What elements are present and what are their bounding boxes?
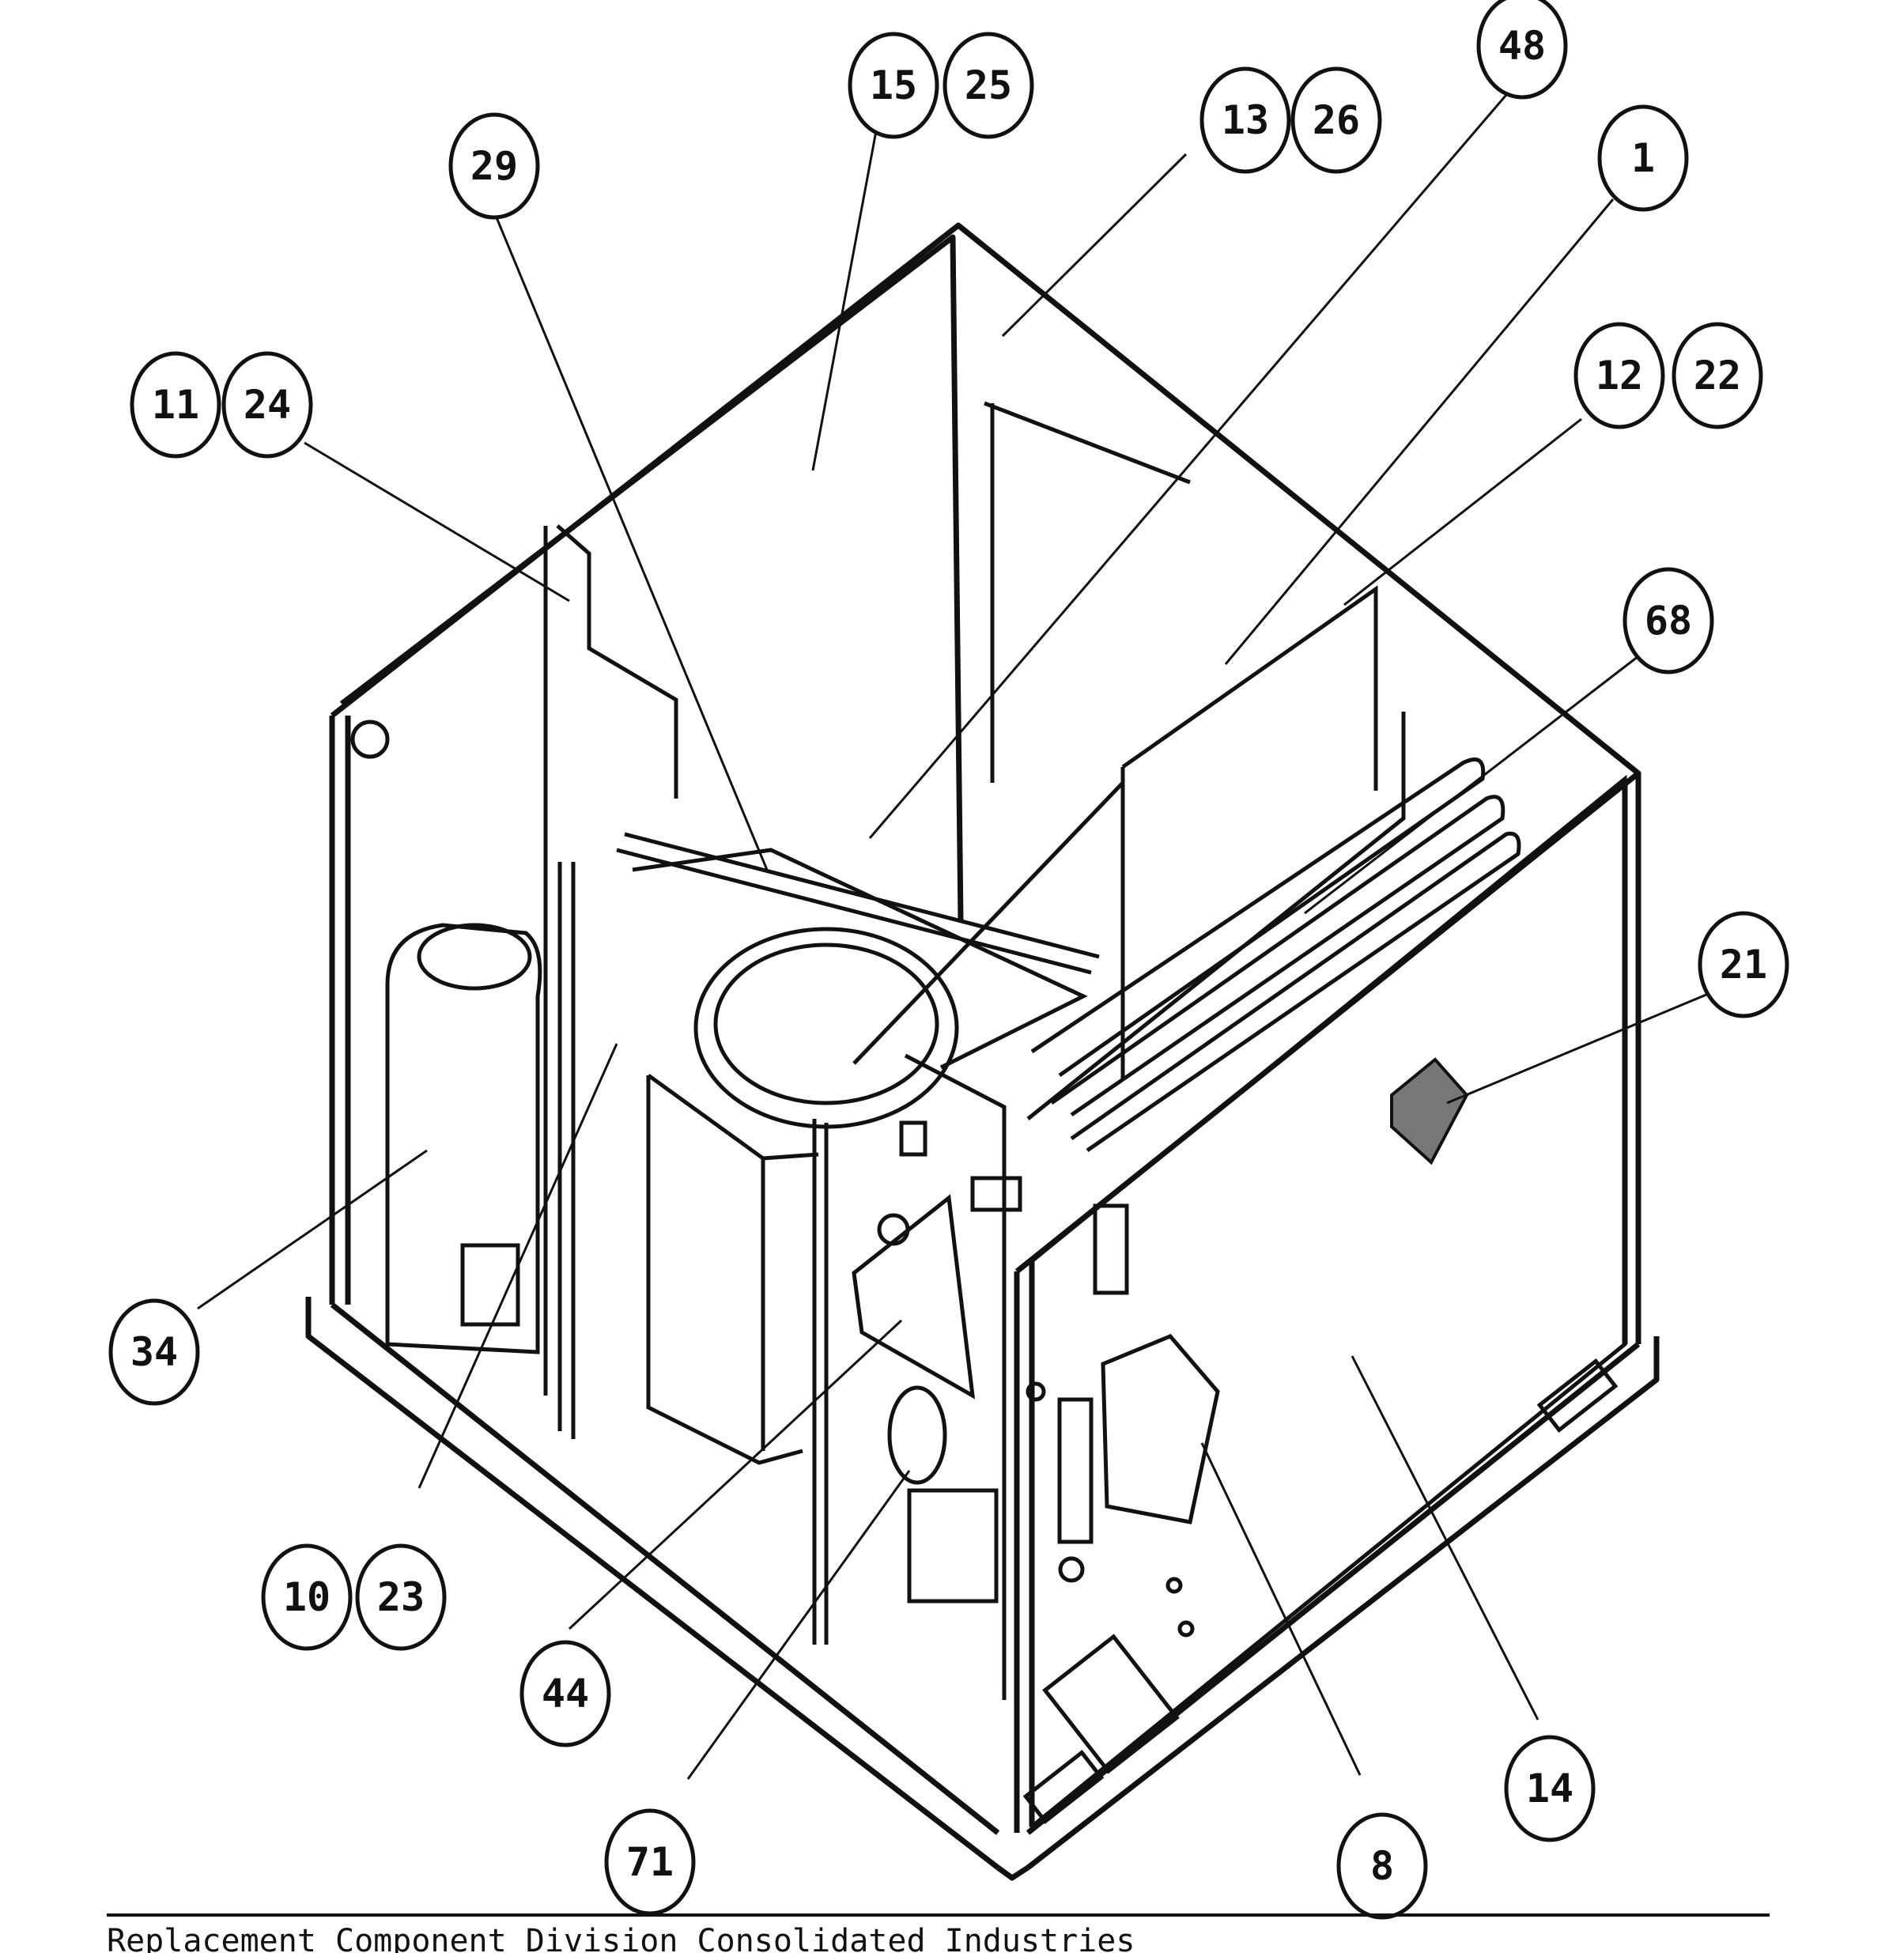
callout-21: 21 bbox=[1698, 911, 1789, 1018]
svg-text:23: 23 bbox=[377, 1574, 425, 1620]
back-panel bbox=[1026, 585, 1521, 1153]
svg-text:11: 11 bbox=[152, 382, 199, 428]
callout-24: 24 bbox=[221, 351, 313, 459]
svg-text:24: 24 bbox=[244, 382, 291, 428]
svg-text:68: 68 bbox=[1645, 598, 1692, 644]
control-section bbox=[812, 1053, 1220, 1774]
svg-text:21: 21 bbox=[1720, 942, 1767, 988]
callout-13: 13 bbox=[1199, 66, 1291, 174]
callout-11: 11 bbox=[130, 351, 221, 459]
svg-text:10: 10 bbox=[283, 1574, 331, 1620]
callout-29: 29 bbox=[448, 112, 540, 220]
svg-text:29: 29 bbox=[470, 143, 518, 189]
callout-14: 14 bbox=[1504, 1735, 1596, 1842]
callout-22: 22 bbox=[1672, 322, 1763, 429]
callout-12: 12 bbox=[1573, 322, 1665, 429]
right-side-panel bbox=[1022, 774, 1627, 1831]
callout-48: 48 bbox=[1476, 0, 1568, 100]
callout-34: 34 bbox=[108, 1298, 200, 1406]
callout-1: 1 bbox=[1597, 104, 1689, 212]
callout-15: 15 bbox=[848, 32, 939, 139]
callout-25: 25 bbox=[943, 32, 1034, 139]
svg-text:22: 22 bbox=[1694, 353, 1741, 399]
svg-text:14: 14 bbox=[1526, 1766, 1573, 1811]
callout-8: 8 bbox=[1336, 1812, 1428, 1920]
svg-text:15: 15 bbox=[870, 62, 917, 108]
svg-text:71: 71 bbox=[626, 1839, 674, 1885]
callout-26: 26 bbox=[1290, 66, 1382, 174]
svg-text:34: 34 bbox=[130, 1329, 178, 1375]
footer-text: Replacement Component Division Consolida… bbox=[107, 1923, 1135, 1953]
callout-68: 68 bbox=[1623, 567, 1714, 674]
callout-10: 10 bbox=[261, 1543, 353, 1651]
svg-text:12: 12 bbox=[1596, 353, 1643, 399]
compressor-section bbox=[350, 524, 678, 1396]
svg-text:48: 48 bbox=[1498, 23, 1546, 69]
svg-text:8: 8 bbox=[1370, 1843, 1394, 1889]
svg-text:13: 13 bbox=[1222, 97, 1269, 143]
callout-71: 71 bbox=[604, 1808, 696, 1916]
leader-lines bbox=[197, 94, 1713, 1780]
callout-44: 44 bbox=[519, 1640, 611, 1747]
svg-text:26: 26 bbox=[1313, 97, 1360, 143]
svg-text:44: 44 bbox=[542, 1671, 589, 1717]
blower-section bbox=[557, 401, 1191, 1465]
svg-text:25: 25 bbox=[965, 62, 1012, 108]
callouts: 15 25 29 13 26 48 1 11 24 12 22 68 21 34… bbox=[108, 0, 1789, 1920]
callout-23: 23 bbox=[355, 1543, 447, 1651]
svg-text:1: 1 bbox=[1631, 135, 1655, 181]
cabinet-frame bbox=[305, 222, 1660, 1881]
